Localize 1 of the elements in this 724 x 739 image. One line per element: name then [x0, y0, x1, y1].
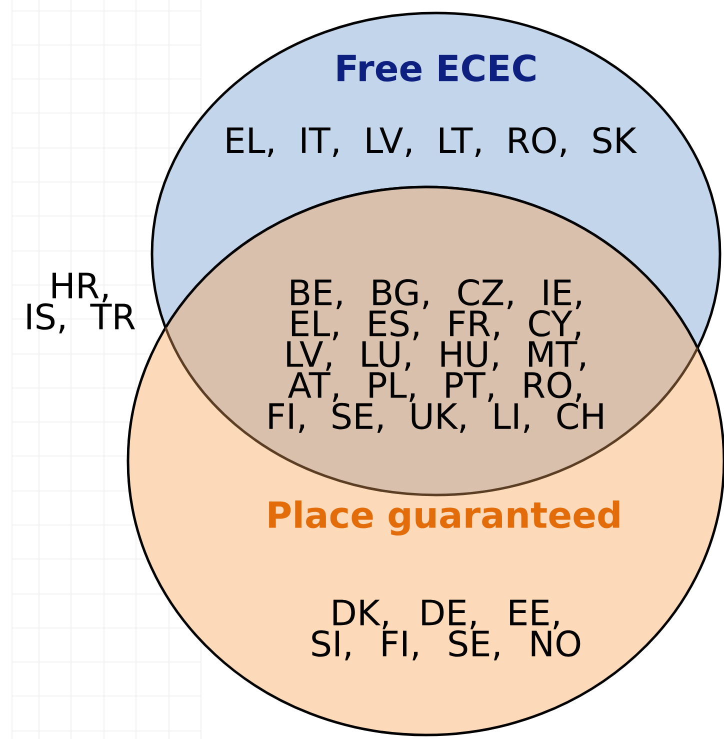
overlap-region: BE, BG, CZ, IE, EL, ES, FR, CY, LV, LU, HU, MT, AT, PL, PT, RO, FI, SE, UK, LI, CH [150, 187, 722, 496]
